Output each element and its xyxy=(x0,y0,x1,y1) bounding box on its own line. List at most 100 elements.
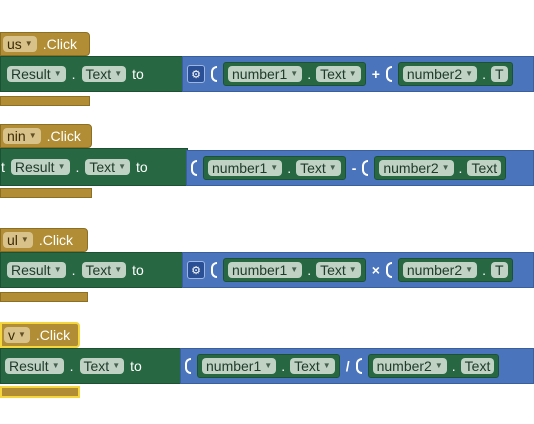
getter-block-number2[interactable]: number2▼ . T xyxy=(397,62,513,86)
event-block-divide[interactable]: v▼ .Click xyxy=(0,322,80,348)
socket-connector xyxy=(185,358,191,374)
getter-block-number2[interactable]: number2▼ . T xyxy=(397,258,513,282)
math-multiply-block[interactable]: ⚙ number1▼ . Text▼ × number2▼ . T xyxy=(182,252,534,288)
dot-separator: . xyxy=(482,262,486,278)
getter-block-number1[interactable]: number1▼ . Text▼ xyxy=(197,354,340,378)
property-dropdown[interactable]: Text▼ xyxy=(316,262,361,278)
chevron-down-icon: ▼ xyxy=(53,69,62,78)
set-property-block[interactable]: Result▼ . Text▼ to xyxy=(0,252,184,288)
operator-label: / xyxy=(345,358,350,374)
property-dropdown[interactable]: Text▼ xyxy=(81,262,127,278)
event-name: .Click xyxy=(38,232,74,248)
getter-block-number1[interactable]: number1▼ . Text▼ xyxy=(223,258,366,282)
dot-separator: . xyxy=(281,358,286,374)
chevron-down-icon: ▼ xyxy=(328,163,337,172)
chevron-down-icon: ▼ xyxy=(114,69,123,78)
property-dropdown[interactable]: Text▼ xyxy=(290,358,335,374)
chevron-down-icon: ▼ xyxy=(290,69,299,78)
property-dropdown[interactable]: Text▼ xyxy=(296,160,341,176)
dot-separator: . xyxy=(482,66,486,82)
gear-icon[interactable]: ⚙ xyxy=(187,261,205,279)
gear-icon[interactable]: ⚙ xyxy=(187,65,205,83)
target-component-dropdown[interactable]: Result▼ xyxy=(7,262,66,278)
math-divide-block[interactable]: number1▼ . Text▼ / number2▼ . Text xyxy=(180,348,534,384)
chevron-down-icon: ▼ xyxy=(118,162,126,171)
chevron-down-icon: ▼ xyxy=(441,163,450,172)
component-dropdown[interactable]: number1▼ xyxy=(208,160,283,176)
socket-connector xyxy=(385,66,392,82)
set-prefix: t xyxy=(1,159,5,175)
set-property-block[interactable]: Result▼ . Text▼ to xyxy=(0,348,182,384)
socket-connector xyxy=(362,160,369,176)
getter-block-number2[interactable]: number2▼ . Text xyxy=(367,354,500,378)
component-dropdown[interactable]: number1▼ xyxy=(228,262,303,278)
to-label: to xyxy=(132,66,144,82)
property-dropdown[interactable]: Text xyxy=(460,358,495,374)
getter-block-number2[interactable]: number2▼ . Text xyxy=(374,156,507,180)
component-dropdown[interactable]: v▼ xyxy=(4,327,30,343)
property-dropdown[interactable]: Text▼ xyxy=(81,66,127,82)
chevron-down-icon: ▼ xyxy=(322,361,331,370)
dot-separator: . xyxy=(75,159,80,175)
math-subtract-block[interactable]: number1▼ . Text▼ - number2▼ . Text xyxy=(186,150,534,186)
dot-separator: . xyxy=(287,160,292,176)
property-dropdown[interactable]: Text▼ xyxy=(316,66,361,82)
chevron-down-icon: ▼ xyxy=(24,39,33,48)
chevron-down-icon: ▼ xyxy=(53,265,62,274)
chevron-down-icon: ▼ xyxy=(465,265,474,274)
chevron-down-icon: ▼ xyxy=(114,265,123,274)
set-property-block[interactable]: Result▼ . Text▼ to xyxy=(0,56,184,92)
socket-connector xyxy=(211,66,217,82)
chevron-down-icon: ▼ xyxy=(51,361,60,370)
chevron-down-icon: ▼ xyxy=(348,265,357,274)
target-component-dropdown[interactable]: Result▼ xyxy=(10,159,70,175)
chevron-down-icon: ▼ xyxy=(28,131,37,140)
chevron-down-icon: ▼ xyxy=(348,69,357,78)
chevron-down-icon: ▼ xyxy=(290,265,299,274)
component-dropdown[interactable]: number2▼ xyxy=(402,262,478,278)
socket-connector xyxy=(355,358,362,374)
event-block-footer xyxy=(0,188,92,198)
component-dropdown[interactable]: number1▼ xyxy=(202,358,277,374)
dot-separator: . xyxy=(71,66,76,82)
event-block-minus[interactable]: nin▼ .Click xyxy=(0,124,92,148)
property-dropdown[interactable]: Text▼ xyxy=(85,159,130,175)
getter-block-number1[interactable]: number1▼ . Text▼ xyxy=(203,156,346,180)
getter-block-number1[interactable]: number1▼ . Text▼ xyxy=(223,62,366,86)
dot-separator: . xyxy=(69,358,74,374)
chevron-down-icon: ▼ xyxy=(270,163,279,172)
dot-separator: . xyxy=(71,262,76,278)
component-dropdown[interactable]: us▼ xyxy=(3,36,37,52)
property-dropdown[interactable]: T xyxy=(490,66,508,82)
chevron-down-icon: ▼ xyxy=(465,69,474,78)
math-add-block[interactable]: ⚙ number1▼ . Text▼ + number2▼ . T xyxy=(182,56,534,92)
event-block-footer xyxy=(0,292,88,302)
operator-label: + xyxy=(371,66,380,82)
target-component-dropdown[interactable]: Result▼ xyxy=(7,66,66,82)
chevron-down-icon: ▼ xyxy=(434,361,443,370)
property-dropdown[interactable]: Text▼ xyxy=(79,358,125,374)
event-block-multiply[interactable]: ul▼ .Click xyxy=(0,228,88,252)
component-dropdown[interactable]: number1▼ xyxy=(228,66,303,82)
socket-connector xyxy=(191,160,197,176)
chevron-down-icon: ▼ xyxy=(18,330,26,339)
to-label: to xyxy=(136,159,148,175)
event-block-footer xyxy=(0,96,90,106)
event-name: .Click xyxy=(46,128,81,144)
event-name: .Click xyxy=(42,36,77,52)
component-dropdown[interactable]: nin▼ xyxy=(3,128,41,144)
set-property-block[interactable]: t Result▼ . Text▼ to xyxy=(0,148,188,186)
property-dropdown[interactable]: T xyxy=(490,262,508,278)
property-dropdown[interactable]: Text xyxy=(467,160,502,176)
chevron-down-icon: ▼ xyxy=(20,235,29,244)
dot-separator: . xyxy=(451,358,456,374)
component-dropdown[interactable]: ul▼ xyxy=(3,232,33,248)
event-name: .Click xyxy=(35,327,71,343)
event-block-plus[interactable]: us▼ .Click xyxy=(0,32,90,56)
socket-connector xyxy=(385,262,392,278)
component-dropdown[interactable]: number2▼ xyxy=(372,358,447,374)
component-dropdown[interactable]: number2▼ xyxy=(402,66,478,82)
dot-separator: . xyxy=(458,160,463,176)
component-dropdown[interactable]: number2▼ xyxy=(379,160,454,176)
target-component-dropdown[interactable]: Result▼ xyxy=(5,358,64,374)
